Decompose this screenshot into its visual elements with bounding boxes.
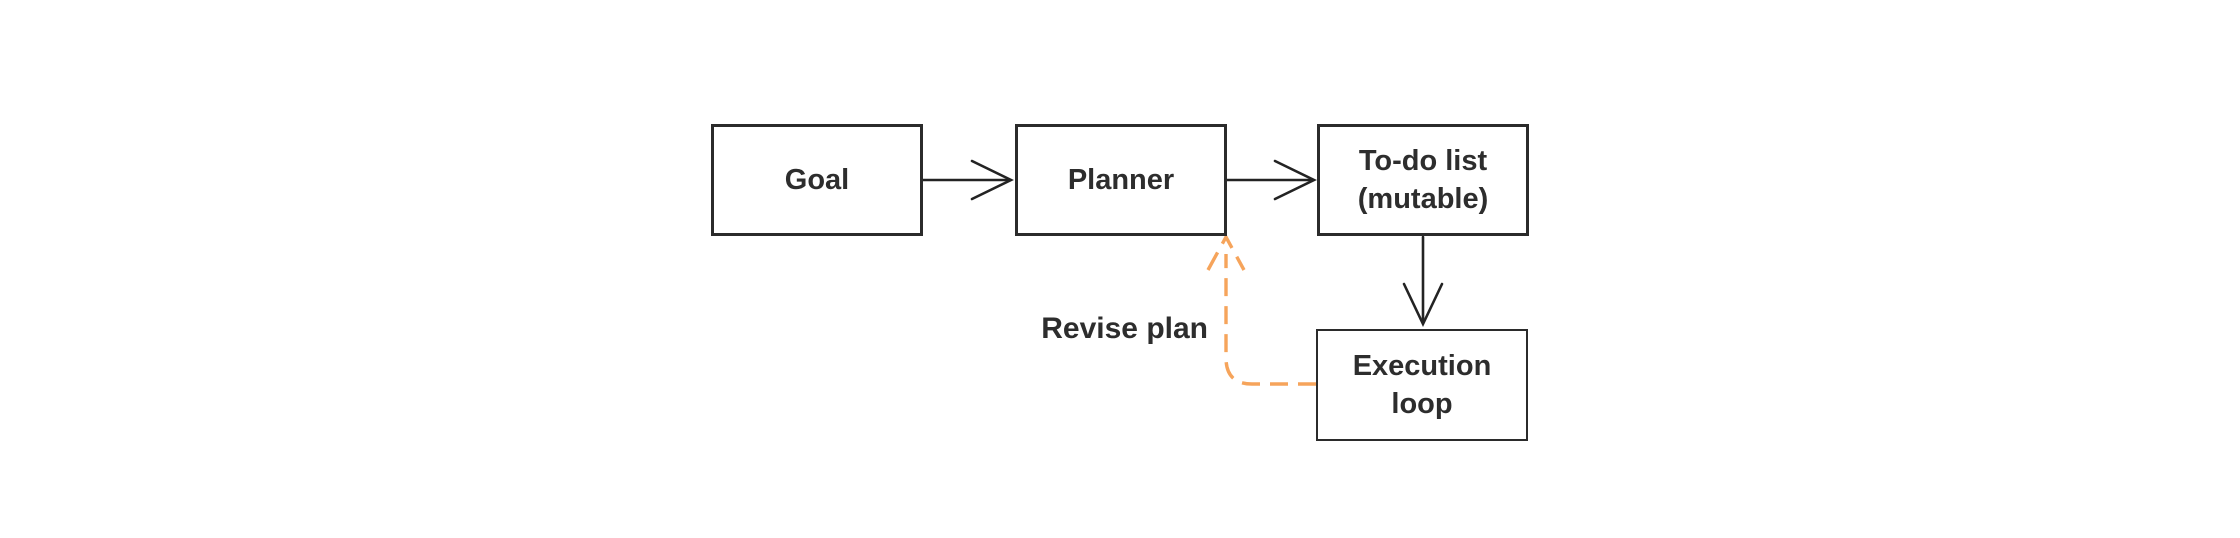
arrowhead-down-icon bbox=[1402, 282, 1444, 328]
node-execution-loop-label: Execution loop bbox=[1352, 350, 1492, 420]
node-todo-list: To-do list (mutable) bbox=[1317, 124, 1529, 236]
node-todo-list-label: To-do list (mutable) bbox=[1357, 145, 1489, 215]
edge-planner-to-todo bbox=[1225, 159, 1317, 201]
node-planner: Planner bbox=[1015, 124, 1227, 236]
node-execution-loop: Execution loop bbox=[1316, 329, 1528, 441]
node-planner-label: Planner bbox=[1067, 164, 1175, 196]
edge-label-revise-plan: Revise plan bbox=[1041, 312, 1208, 345]
edge-goal-to-planner bbox=[921, 159, 1014, 201]
edge-execution-to-planner-feedback bbox=[1206, 233, 1316, 386]
arrowhead-right-icon bbox=[970, 159, 1014, 201]
node-goal-label: Goal bbox=[784, 164, 850, 196]
edge-todo-to-execution bbox=[1402, 235, 1444, 328]
arrowhead-right-icon bbox=[1273, 159, 1317, 201]
node-goal: Goal bbox=[711, 124, 923, 236]
edge-execution-to-planner-line bbox=[1224, 254, 1316, 386]
arrowhead-up-dashed-icon bbox=[1206, 233, 1246, 271]
